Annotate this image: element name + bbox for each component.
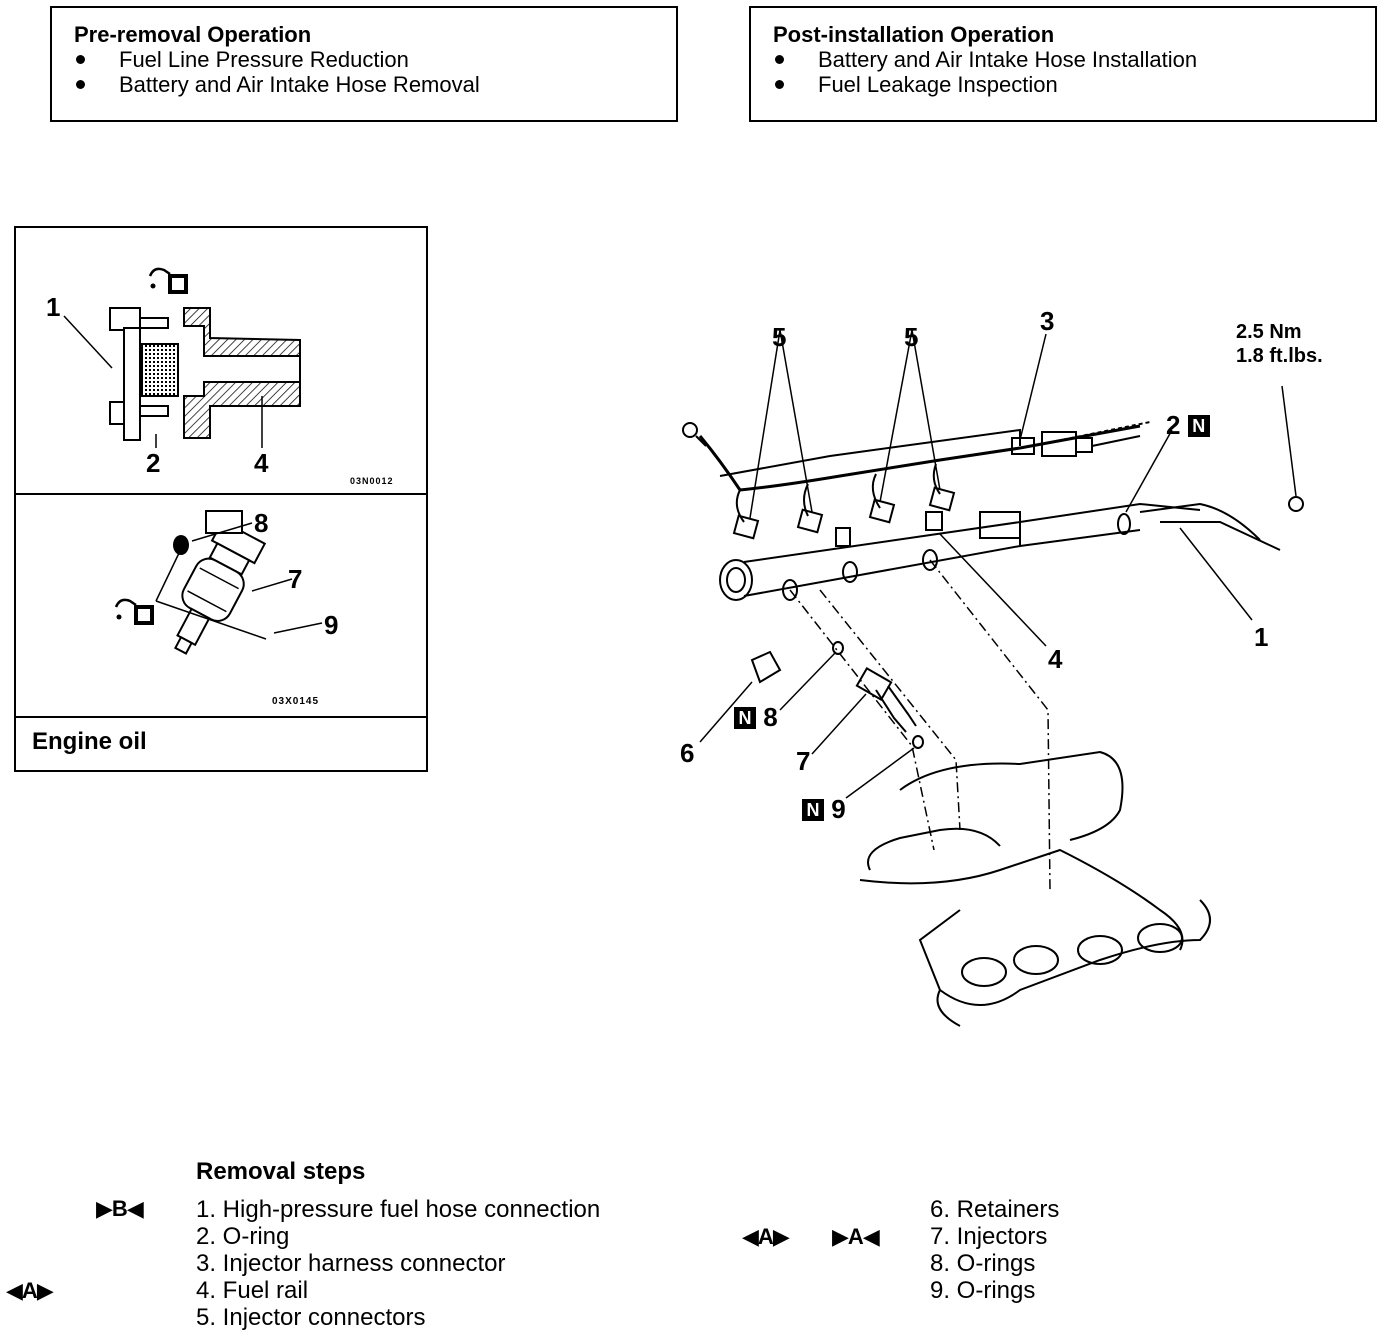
inset-callout-1: 1 — [46, 292, 61, 322]
inset-callout-7: 7 — [288, 564, 303, 594]
pre-removal-title: Pre-removal Operation — [74, 22, 312, 47]
arrow-left-icon: ◀ — [862, 1224, 880, 1249]
callout-2-oring: 2 N — [1166, 410, 1210, 441]
removal-service-symbol-a: ◀A▶ — [6, 1278, 54, 1304]
installation-service-symbol-b: ▶B◀ — [96, 1196, 144, 1222]
new-part-icon: N — [734, 707, 756, 729]
callout-1-hose-connection: 1 — [1254, 622, 1269, 652]
removal-step: 9. O-rings — [930, 1277, 1036, 1304]
oil-can-icon — [114, 598, 154, 625]
torque-nm: 2.5 Nm — [1236, 321, 1302, 343]
inset-callout-9: 9 — [324, 610, 339, 640]
arrow-right-icon: ▶ — [832, 1224, 849, 1249]
symbol-letter: A — [847, 1224, 864, 1249]
arrow-right-icon: ▶ — [96, 1196, 113, 1221]
removal-steps-right: 6. Retainers 7. Injectors 8. O-rings 9. … — [930, 1196, 1059, 1304]
removal-step: 5. Injector connectors — [196, 1304, 426, 1331]
injector-detail — [114, 510, 323, 655]
installation-service-symbol-a: ▶A◀ — [832, 1224, 880, 1250]
fuel-rail-oring-detail — [63, 267, 301, 448]
symbol-letter: A — [757, 1224, 774, 1249]
callout-5-injector-connectors: 5 — [772, 322, 787, 352]
callout-5-injector-connectors: 5 — [904, 322, 919, 352]
inset-code-bottom: 03X0145 — [272, 696, 320, 707]
callout-8-number: 8 — [763, 702, 778, 732]
fuel-rail-exploded-diagram — [682, 329, 1304, 1027]
inset-code-top: 03N0012 — [350, 476, 394, 486]
arrow-right-icon: ▶ — [36, 1278, 54, 1303]
inset-detail-panel: 1 2 4 03N0012 8 7 9 — [14, 226, 428, 772]
pre-removal-box: Pre-removal Operation Fuel Line Pressure… — [50, 6, 678, 122]
new-part-icon: N — [802, 799, 824, 821]
removal-step: 7. Injectors — [930, 1223, 1048, 1250]
torque-ftlbs: 1.8 ft.lbs. — [1236, 345, 1323, 367]
callout-6-retainer: 6 — [680, 738, 695, 768]
post-installation-title: Post-installation Operation — [773, 22, 1055, 47]
removal-service-symbol-a: ◀A▶ — [742, 1224, 790, 1250]
post-installation-box: Post-installation Operation Battery and … — [749, 6, 1377, 122]
removal-step: 6. Retainers — [930, 1196, 1060, 1223]
post-installation-item: Battery and Air Intake Hose Installation — [773, 47, 1357, 72]
removal-steps-title: Removal steps — [196, 1158, 366, 1185]
pre-removal-item: Fuel Line Pressure Reduction — [74, 47, 658, 72]
callout-9-number: 9 — [831, 794, 846, 824]
inset-callout-4: 4 — [254, 448, 269, 478]
symbol-letter: B — [111, 1196, 128, 1221]
engine-oil-label: Engine oil — [32, 728, 147, 755]
removal-steps-left: 1. High-pressure fuel hose connection 2.… — [196, 1196, 600, 1331]
callout-3-harness-connector: 3 — [1040, 306, 1055, 336]
inset-callout-8: 8 — [254, 508, 269, 538]
arrow-right-icon: ▶ — [772, 1224, 790, 1249]
inset-divider — [16, 716, 426, 718]
inset-divider — [16, 493, 426, 495]
oil-can-icon — [148, 267, 188, 294]
callout-4-fuel-rail: 4 — [1048, 644, 1063, 674]
removal-step: 8. O-rings — [930, 1250, 1036, 1277]
arrow-left-icon: ◀ — [742, 1224, 759, 1249]
removal-step: 4. Fuel rail — [196, 1277, 309, 1304]
callout-9-oring: N 9 — [802, 794, 846, 825]
callout-7-injector: 7 — [796, 746, 811, 776]
torque-spec: 2.5 Nm 1.8 ft.lbs. — [1236, 320, 1323, 368]
removal-step: 3. Injector harness connector — [196, 1250, 506, 1277]
symbol-letter: A — [21, 1278, 38, 1303]
pre-removal-item: Battery and Air Intake Hose Removal — [74, 72, 658, 97]
post-installation-item: Fuel Leakage Inspection — [773, 72, 1357, 97]
callout-8-oring: N 8 — [734, 702, 778, 733]
inset-callout-2: 2 — [146, 448, 161, 478]
arrow-left-icon: ◀ — [126, 1196, 144, 1221]
new-part-icon: N — [1187, 415, 1210, 437]
removal-step: 2. O-ring — [196, 1223, 290, 1250]
callout-2-number: 2 — [1166, 410, 1181, 440]
removal-step: 1. High-pressure fuel hose connection — [196, 1196, 601, 1223]
arrow-left-icon: ◀ — [6, 1278, 23, 1303]
